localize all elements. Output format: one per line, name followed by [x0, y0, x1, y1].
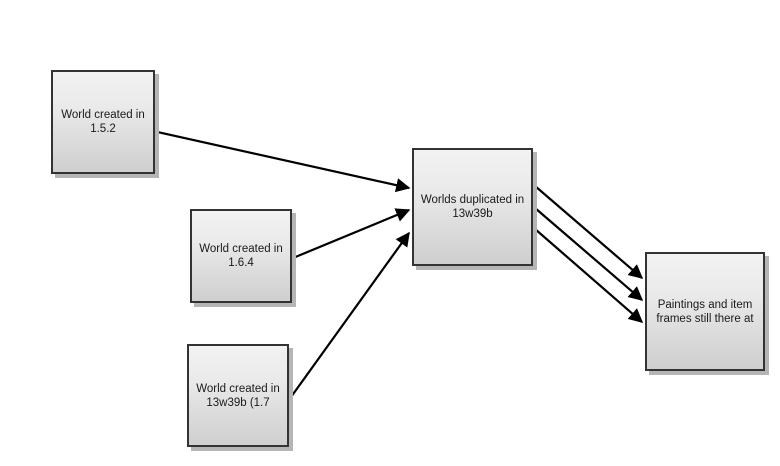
- edge-world-152-to-worlds-duplicated: [125, 123, 411, 193]
- node-label-line1: World created in: [61, 109, 145, 121]
- node-worlds-duplicated-13w39b[interactable]: Worlds duplicated in 13w39b: [412, 148, 533, 266]
- node-label: World created in 1.5.2: [59, 108, 147, 136]
- node-label-line2: 1.6.4: [228, 257, 254, 269]
- edge-worlds-duplicated-to-paintings-frames: [534, 228, 644, 323]
- edge-worlds-duplicated-to-paintings-frames: [534, 207, 644, 301]
- node-label: World created in 1.6.4: [197, 242, 285, 270]
- node-label-line1: Paintings and item: [657, 298, 753, 311]
- node-label-line2: frames still there at: [656, 312, 754, 325]
- node-paintings-and-item-frames[interactable]: Paintings and item frames still there at: [645, 252, 765, 371]
- node-label-line2: 13w39b: [452, 208, 493, 220]
- node-label-line2: 1.5.2: [90, 123, 116, 135]
- node-world-created-13w39b[interactable]: World created in 13w39b (1.7: [187, 344, 289, 447]
- node-label: Worlds duplicated in 13w39b: [419, 193, 526, 221]
- node-label-line2: 13w39b (1.7: [206, 396, 270, 409]
- node-world-created-164[interactable]: World created in 1.6.4: [190, 209, 292, 303]
- edge-world-13w39b-to-worlds-duplicated: [290, 231, 410, 398]
- node-label-line1: Worlds duplicated in: [420, 194, 525, 206]
- edge-world-164-to-worlds-duplicated: [292, 208, 411, 260]
- node-label: World created in 13w39b (1.7: [194, 382, 282, 410]
- edge-worlds-duplicated-to-paintings-frames: [534, 185, 644, 279]
- node-world-created-152[interactable]: World created in 1.5.2: [51, 70, 155, 174]
- node-label: Paintings and item frames still there at: [654, 298, 755, 326]
- node-label-line1: World created in: [196, 382, 280, 395]
- node-label-line1: World created in: [199, 243, 283, 255]
